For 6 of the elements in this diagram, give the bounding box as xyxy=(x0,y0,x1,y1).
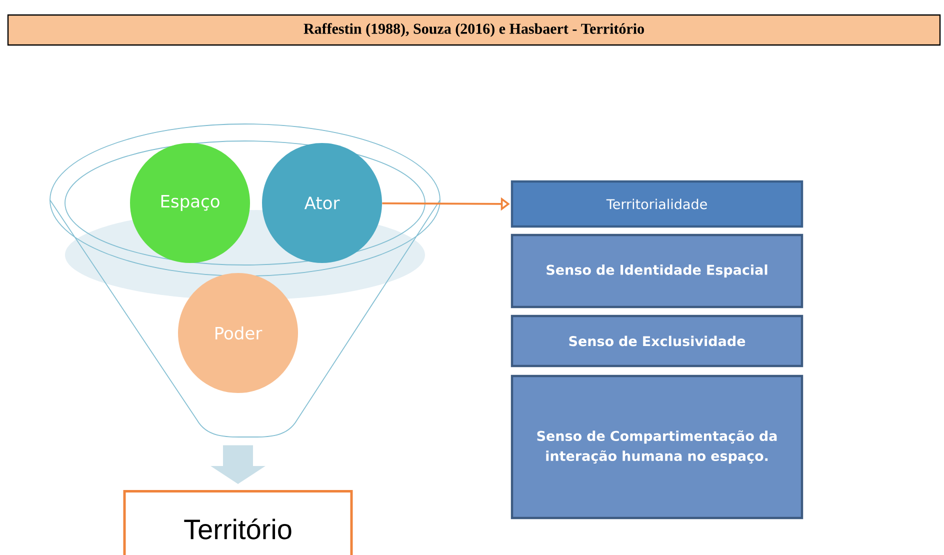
result-box: Território xyxy=(123,490,353,555)
text-box: Senso de Compartimentação da interação humana no espaço. xyxy=(510,374,804,520)
text-box: Senso de Exclusividade xyxy=(510,314,804,368)
title-band: Raffestin (1988), Souza (2016) e Hasbaert - Território xyxy=(7,14,941,46)
text-box: Territorialidade xyxy=(510,180,804,228)
text-box: Senso de Identidade Espacial xyxy=(510,234,804,308)
